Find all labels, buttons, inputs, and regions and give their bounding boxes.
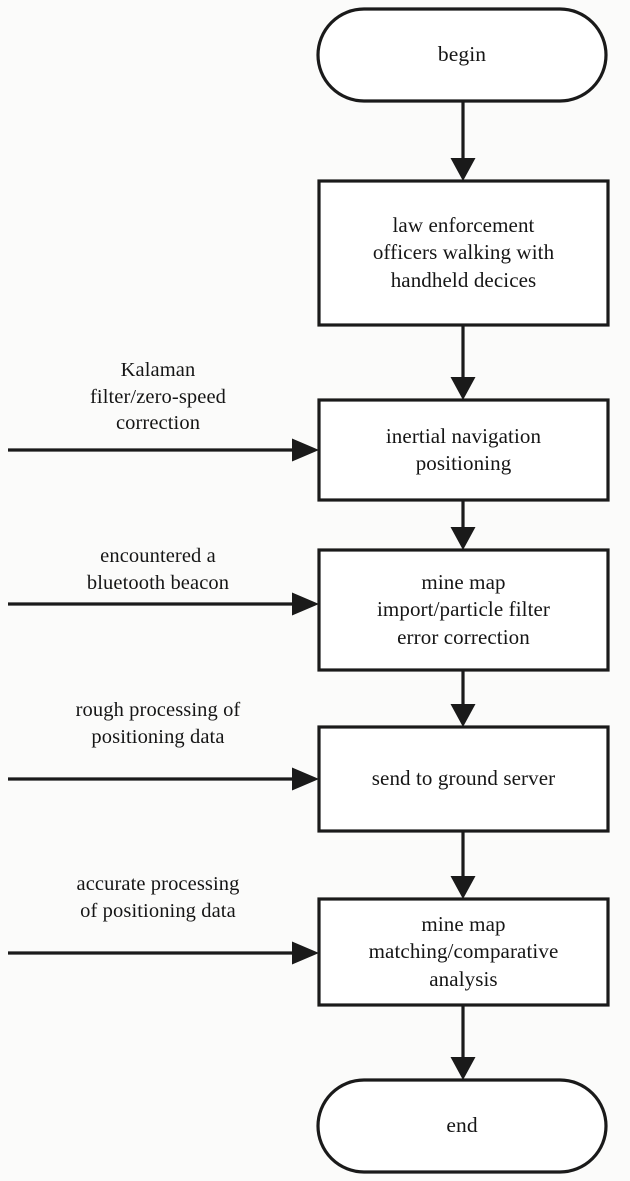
annotation-bluetooth-label: encountered a bluetooth beacon [86,545,230,594]
conn-begin-step1 [450,101,476,181]
conn-step2-step3 [450,500,476,550]
conn-step1-step2 [450,325,476,400]
conn-step3-step4 [450,670,476,727]
annotation-rough-label: rough processing of positioning data [75,699,241,748]
annotation-kalaman-label: Kalaman filter/zero-speed correction [89,359,226,435]
arrow-accurate-step5 [8,941,319,965]
annotation-accurate-label: accurate processing of positioning data [76,873,240,922]
node-step4-shape[interactable] [317,725,610,833]
node-step2-shape[interactable] [317,398,610,502]
node-step1-shape[interactable] [317,179,610,327]
arrow-rough-step4 [8,767,319,791]
node-end-shape[interactable] [316,1078,608,1174]
node-step5-shape[interactable] [317,897,610,1007]
conn-step4-step5 [450,831,476,899]
node-step3-shape[interactable] [317,548,610,672]
arrow-kalaman-step2 [8,438,319,462]
arrow-bluetooth-step3 [8,592,319,616]
conn-step5-end [450,1005,476,1080]
node-begin-shape[interactable] [316,7,608,103]
